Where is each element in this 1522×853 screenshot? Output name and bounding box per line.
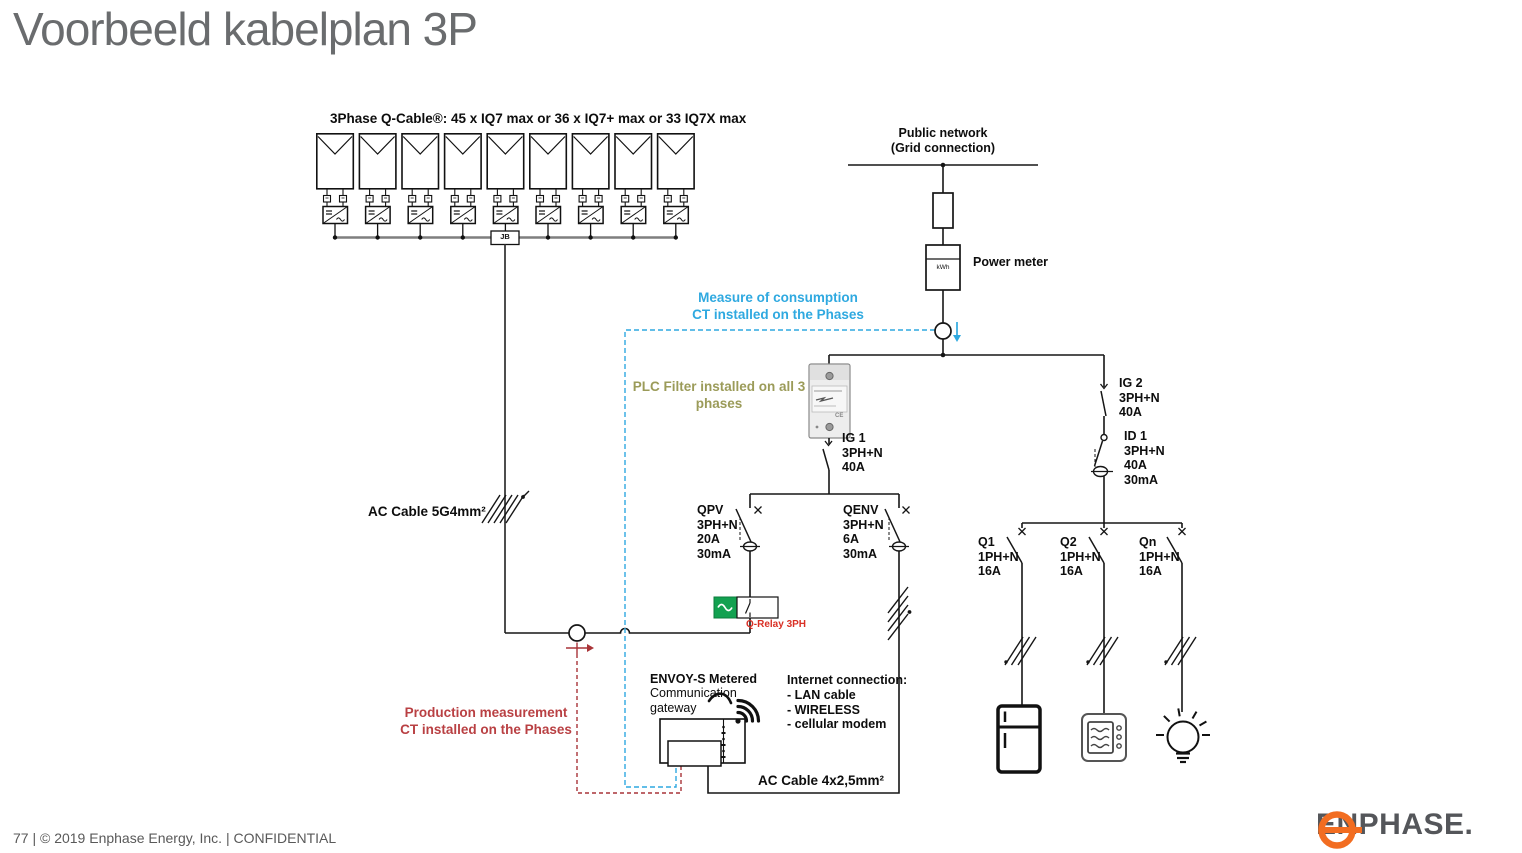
fridge-icon — [996, 704, 1042, 774]
pv-array-header: 3Phase Q-Cable®: 45 x IQ7 max or 36 x IQ… — [330, 111, 747, 126]
pv-module-icon — [358, 133, 397, 241]
ac-cable-4x25-label: AC Cable 4x2,5mm² — [758, 773, 885, 788]
junction-box-label: JB — [500, 232, 510, 241]
envoy-ac-wire — [707, 551, 900, 794]
breaker-label-qpv: QPV 3PH+N 20A 30mA — [697, 503, 738, 561]
pv-module-icon — [315, 133, 355, 241]
q-relay-icon — [713, 596, 779, 619]
power-meter-icon — [925, 244, 961, 291]
consumption-ct-wire — [624, 329, 935, 788]
breaker-label-qenv: QENV 3PH+N 6A 30mA — [843, 503, 884, 561]
enphase-logo: ENPHASE. — [1316, 808, 1473, 849]
ac-cable-5g4-label: AC Cable 5G4mm² — [368, 504, 486, 519]
production-ct-note: Production measurement CT installed on t… — [400, 705, 572, 737]
pv-module-icon — [443, 133, 482, 241]
pv-module-icon — [486, 133, 525, 241]
public-network-label: Public network (Grid connection) — [890, 126, 996, 155]
breaker-label-ig2: IG 2 3PH+N 40A — [1119, 376, 1160, 420]
pv-module-icon — [614, 133, 653, 241]
ce-mark-label: CE — [835, 413, 844, 419]
envoy-icon — [659, 718, 746, 767]
grid-connection-line — [848, 162, 1038, 193]
q-relay-label: Q-Relay 3PH — [746, 619, 807, 630]
cable-marker-5g4-icon — [481, 490, 530, 524]
fuse-icon — [932, 192, 954, 229]
ig1-breaker-icon — [822, 440, 833, 494]
pv-array — [315, 133, 695, 241]
plc-filter-icon — [808, 363, 851, 439]
qn-breaker-icon — [1164, 523, 1197, 712]
page-title: Voorbeeld kabelplan 3P — [13, 3, 478, 55]
qenv-breaker-icon — [884, 494, 910, 552]
envoy-title: ENVOY-S Metered — [650, 672, 757, 686]
qpv-breaker-icon — [735, 494, 762, 597]
microwave-icon — [1081, 713, 1127, 762]
cable-marker-4x25-icon — [887, 586, 912, 641]
q2-breaker-icon — [1086, 523, 1119, 714]
internet-connection-items: - LAN cable - WIRELESS - cellular modem — [787, 688, 887, 732]
lightbulb-icon — [1156, 708, 1210, 764]
plc-filter-note: PLC Filter installed on all 3 phases — [632, 379, 806, 411]
pv-module-icon — [401, 133, 440, 241]
breaker-label-ig1: IG 1 3PH+N 40A — [842, 431, 883, 475]
breaker-label-id1: ID 1 3PH+N 40A 30mA — [1124, 429, 1165, 487]
ig2-breaker-icon — [1099, 355, 1109, 434]
breaker-label-q2: Q2 1PH+N 16A — [1060, 535, 1101, 579]
breaker-label-q1: Q1 1PH+N 16A — [978, 535, 1019, 579]
internet-connection-title: Internet connection: — [787, 673, 908, 687]
wifi-icon — [707, 692, 761, 724]
consumption-ct-note: Measure of consumption CT installed on t… — [692, 290, 864, 322]
q1-breaker-icon — [1004, 523, 1037, 706]
production-ct-wire — [576, 654, 682, 794]
meter-unit-label: kWh — [936, 264, 950, 271]
consumption-ct-icon — [934, 322, 961, 342]
power-meter-label: Power meter — [973, 255, 1049, 269]
slide-footer: 77 | © 2019 Enphase Energy, Inc. | CONFI… — [13, 830, 337, 846]
pv-module-icon — [528, 133, 568, 241]
breaker-label-qn: Qn 1PH+N 16A — [1139, 535, 1180, 579]
production-ct-icon — [566, 624, 594, 654]
pv-module-icon — [656, 133, 695, 241]
enphase-logo-icon — [1318, 811, 1362, 849]
id1-rcd-icon — [1091, 433, 1113, 523]
envoy-subtitle: Communication gateway — [650, 686, 737, 715]
pv-module-icon — [571, 133, 610, 241]
